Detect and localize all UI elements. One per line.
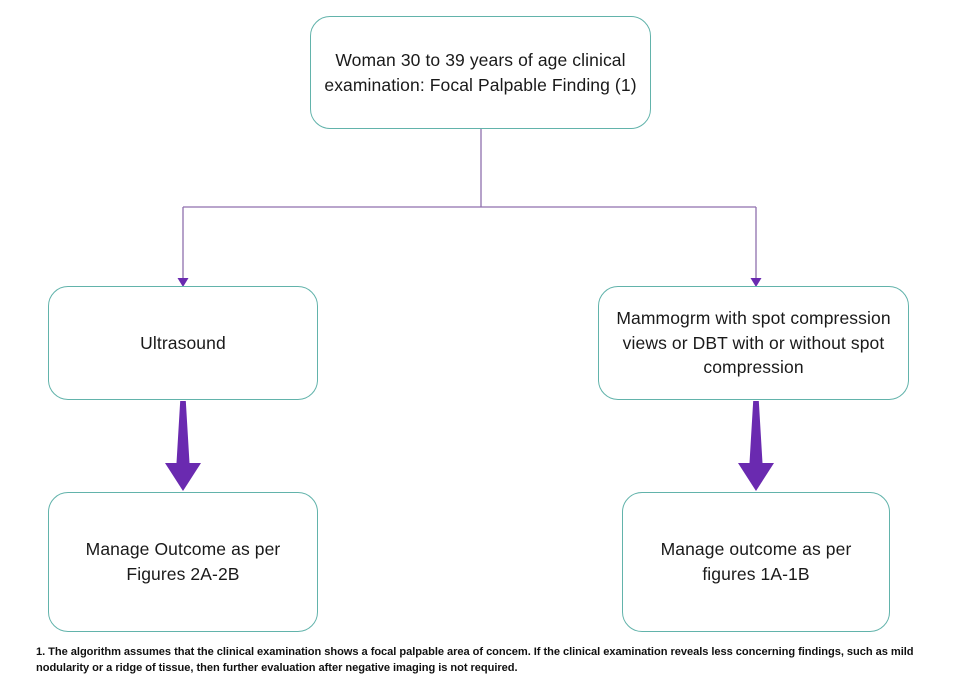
thick-arrow-right-icon [738,401,774,491]
node-mammogram[interactable]: Mammogrm with spot compression views or … [598,286,909,400]
node-ultrasound-label: Ultrasound [140,332,226,353]
node-ultrasound[interactable]: Ultrasound [48,286,318,400]
thick-arrow-left-icon [165,401,201,491]
node-outcome-right-label: Manage outcome as per figures 1A-1B [660,539,852,584]
node-outcome-figures-2a-2b[interactable]: Manage Outcome as per Figures 2A-2B [48,492,318,632]
node-root-label: Woman 30 to 39 years of age clinical exa… [324,49,637,95]
node-root[interactable]: Woman 30 to 39 years of age clinical exa… [310,16,651,129]
node-outcome-figures-1a-1b[interactable]: Manage outcome as per figures 1A-1B [622,492,890,632]
node-mammogram-label: Mammogrm with spot compression views or … [616,307,891,378]
arrow-mammogram-to-outcome [738,401,774,491]
arrow-ultrasound-to-outcome [165,401,201,491]
connector-root-to-branches [182,129,757,279]
node-outcome-left-label: Manage Outcome as per Figures 2A-2B [85,539,281,584]
footnote-text: 1. The algorithm assumes that the clinic… [36,646,914,674]
